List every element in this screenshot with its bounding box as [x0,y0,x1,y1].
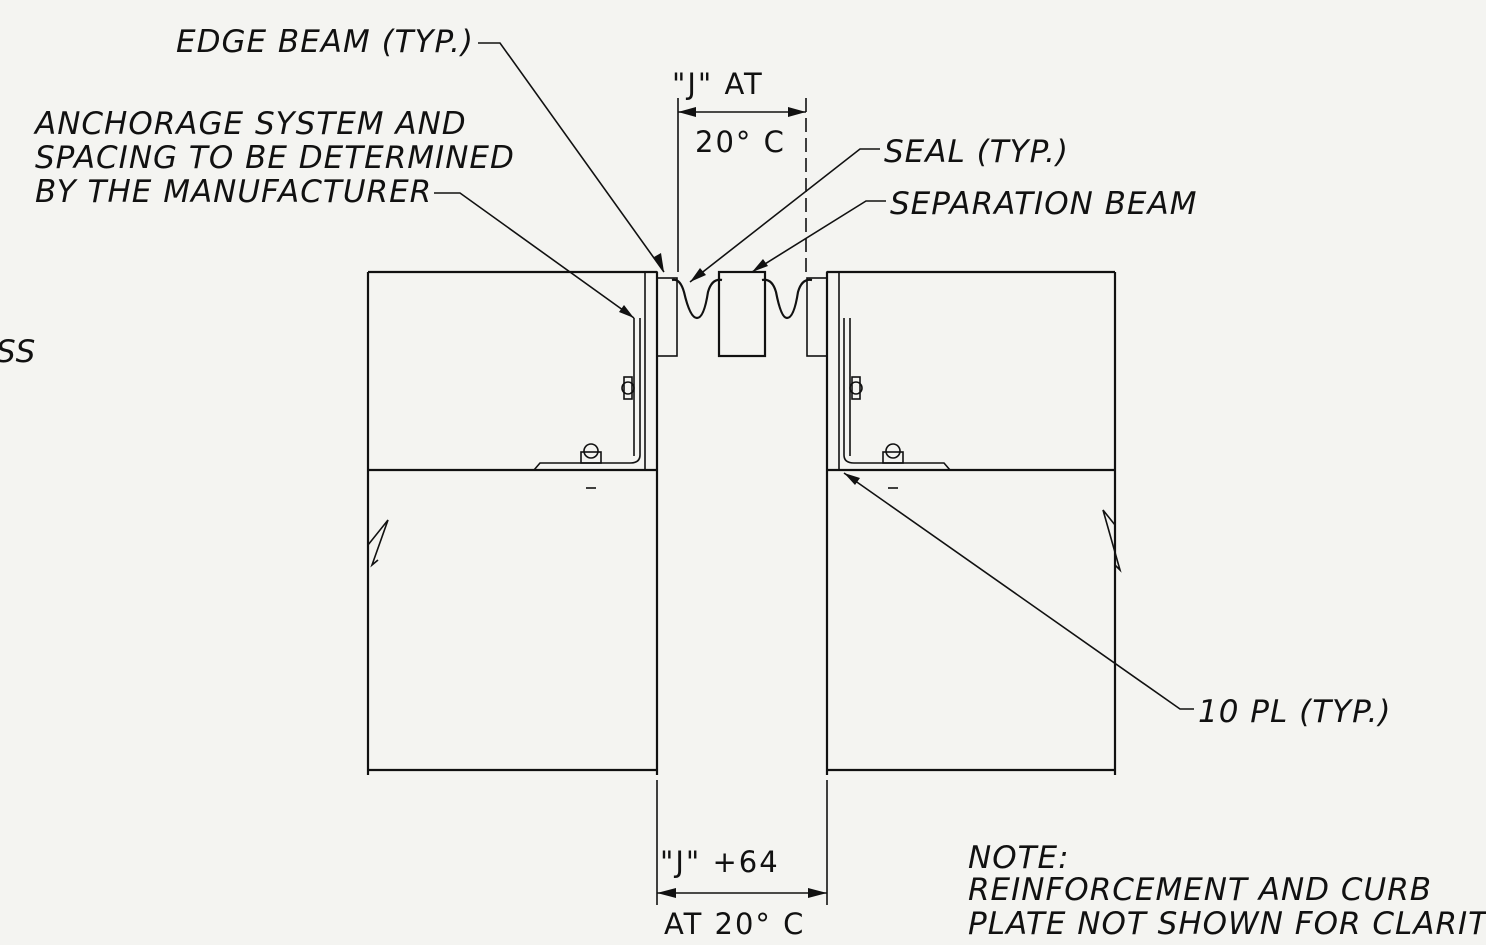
leader-lines [434,42,1194,710]
left-deck-slab [366,270,659,775]
right-deck-slab [825,270,1122,775]
separation-beam [717,270,767,358]
top-dimension-line-1: "J" AT [672,67,764,101]
bottom-dimension-line-1: "J" +64 [660,845,780,879]
anchorage-label-line-1: ANCHORAGE SYSTEM AND [33,106,467,142]
separation-beam-label: SEPARATION BEAM [890,186,1197,222]
note-title: NOTE: [968,840,1070,876]
anchorage-label-line-3: BY THE MANUFACTURER [35,174,432,210]
right-edge-beam [806,271,951,489]
left-edge-beam [533,271,678,489]
seal-label: SEAL (TYP.) [884,134,1069,170]
bottom-dimension [656,780,828,905]
right-break-line [1102,495,1122,573]
top-dimension-line-2: 20° C [695,125,786,159]
plate-label: 10 PL (TYP.) [1198,694,1391,730]
note-line-1: REINFORCEMENT AND CURB [968,872,1432,908]
right-seal [761,278,813,320]
cropped-label: SS [0,334,36,370]
top-dimension [677,98,807,272]
left-seal [671,278,723,320]
anchorage-label-line-2: SPACING TO BE DETERMINED [35,140,515,176]
bottom-dimension-line-2: AT 20° C [664,907,805,941]
edge-beam-label: EDGE BEAM (TYP.) [176,24,474,60]
note-line-2: PLATE NOT SHOWN FOR CLARITY [968,906,1486,942]
left-break-line [367,490,389,568]
